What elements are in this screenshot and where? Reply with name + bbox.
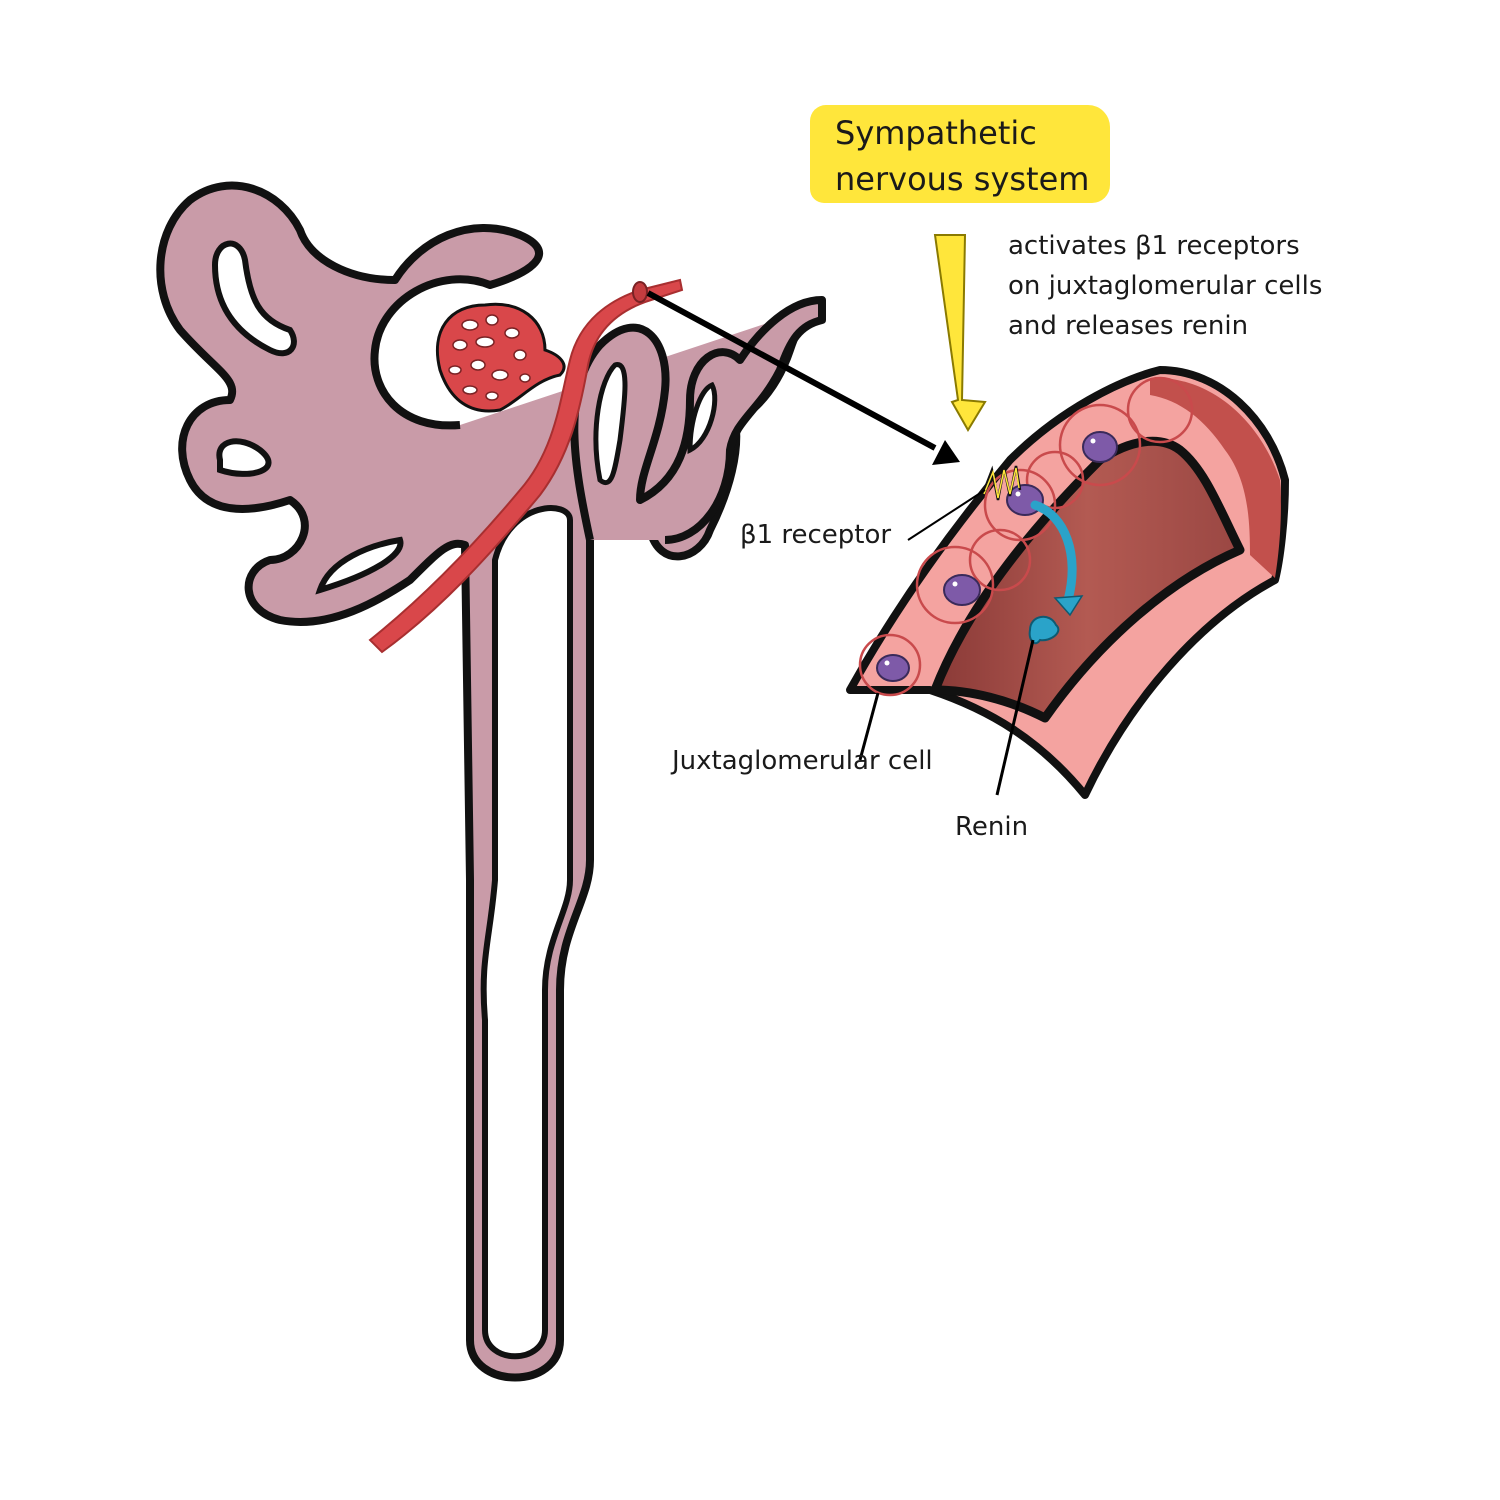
sympathetic-label-line1: Sympathetic [835,114,1037,152]
afferent-arteriole [368,278,684,654]
distal-tubule-gap-2 [687,381,718,455]
tubule-gap-2 [216,438,272,477]
magnified-arteriole-section [846,366,1289,799]
jg-cell-leader [858,692,880,761]
juxtaglomerular-cell-outlines [858,376,1194,697]
sympathetic-highlight-box [810,105,1110,203]
beta1-receptor-icon [980,465,1022,501]
beta1-receptor-label: β1 receptor [740,520,892,550]
arteriole-lumen [930,436,1245,723]
juxtaglomerular-cell-label: Juxtaglomerular cell [672,746,933,776]
glomerulus [435,302,566,413]
renin-leader [995,639,1035,796]
arteriole-and-glomerulus [368,278,684,654]
loop-of-henle-lumen [480,505,573,1360]
tubule-gap-1 [211,240,297,357]
magnify-pointer-arrow [646,290,960,465]
renin-release-arrow [1030,500,1077,605]
beta-receptor-leader [907,489,986,541]
note-line-1: activates β1 receptors [1008,231,1300,261]
outer-muscle-layer [1150,377,1281,578]
nucleolus-dots [884,438,1096,666]
arteriole-cut-end [632,281,648,303]
tubule-gap-3 [315,536,404,595]
distal-tubule-gap [593,362,628,485]
glomerular-capillary-holes [448,314,531,401]
sympathetic-label-line2: nervous system [835,160,1090,198]
note-line-3: and releases renin [1008,311,1249,341]
note-line-2: on juxtaglomerular cells [1008,271,1323,301]
nephron-tubule [156,181,826,1382]
renin-label: Renin [955,812,1029,842]
sympathetic-signal-arrow [933,234,987,432]
